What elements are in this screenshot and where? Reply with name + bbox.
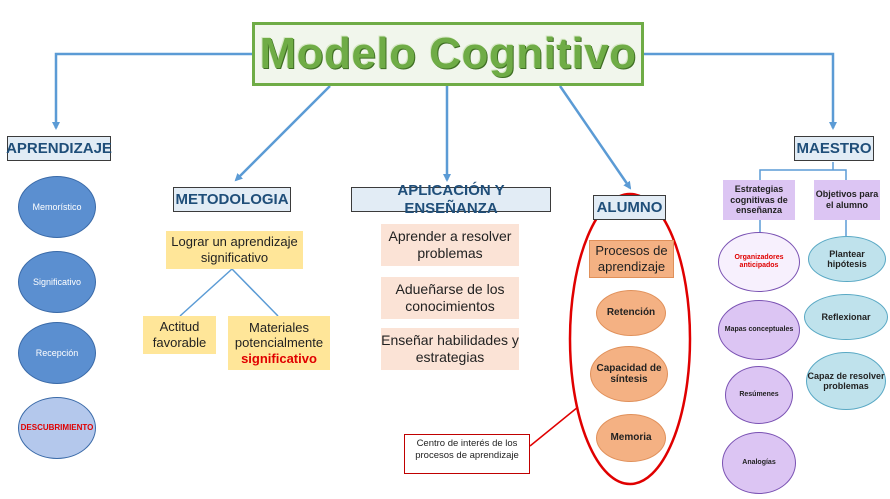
metodologia-header: METODOLOGIA [173,187,291,212]
maestro-col1-node: Analogías [722,432,796,494]
alumno-node: Retención [596,290,666,336]
maestro-col1-node: Organizadores anticipados [718,232,800,292]
page-title: Modelo Cognitivo [252,22,644,86]
connector-met-right [231,268,279,317]
connector-alumno [558,85,632,190]
aplicacion-item: Enseñar habilidades y estrategias [381,328,519,370]
aprendizaje-header: APRENDIZAJE [6,136,112,161]
aprendizaje-node: DESCUBRIMIENTO [18,397,96,459]
aplicacion-item: Aprender a resolver problemas [381,224,519,266]
connector-metodologia [234,85,331,182]
aprendizaje-node: Recepción [18,322,96,384]
metodologia-right-text: Materiales potencialmente [234,319,324,351]
metodologia-right-highlight: significativo [241,350,317,366]
connector-maestro-tree [759,162,847,180]
focus-ring [568,192,692,486]
maestro-col1-header: Estrategias cognitivas de enseñanza [723,180,795,220]
connector-maestro [644,52,837,130]
alumno-top: Procesos de aprendizaje [589,240,674,278]
alumno-node: Capacidad de síntesis [590,346,668,402]
aprendizaje-node: Memorístico [18,176,96,238]
alumno-node: Memoria [596,414,666,462]
alumno-header: ALUMNO [593,195,666,220]
maestro-col2-header: Objetivos para el alumno [814,180,880,220]
aplicacion-item: Adueñarse de los conocimientos [381,277,519,319]
maestro-col2-node: Capaz de resolver problemas [806,352,886,410]
note-connector [529,406,579,447]
maestro-col2-node: Plantear hipótesis [808,236,886,282]
metodologia-right: Materiales potencialmente significativo [228,316,330,370]
maestro-col1-node: Resúmenes [725,366,793,424]
aplicacion-header: APLICACIÓN Y ENSEÑANZA [351,182,551,217]
maestro-col1-node: Mapas conceptuales [718,300,800,360]
metodologia-left: Actitud favorable [143,316,216,354]
maestro-col2-node: Reflexionar [804,294,888,340]
maestro-header: MAESTRO [794,136,874,161]
alumno-note: Centro de interés de los procesos de apr… [404,434,530,474]
aprendizaje-node: Significativo [18,251,96,313]
connector-met-left [179,268,233,317]
metodologia-main: Lograr un aprendizaje significativo [166,231,303,269]
connector-aprendizaje [52,52,252,130]
